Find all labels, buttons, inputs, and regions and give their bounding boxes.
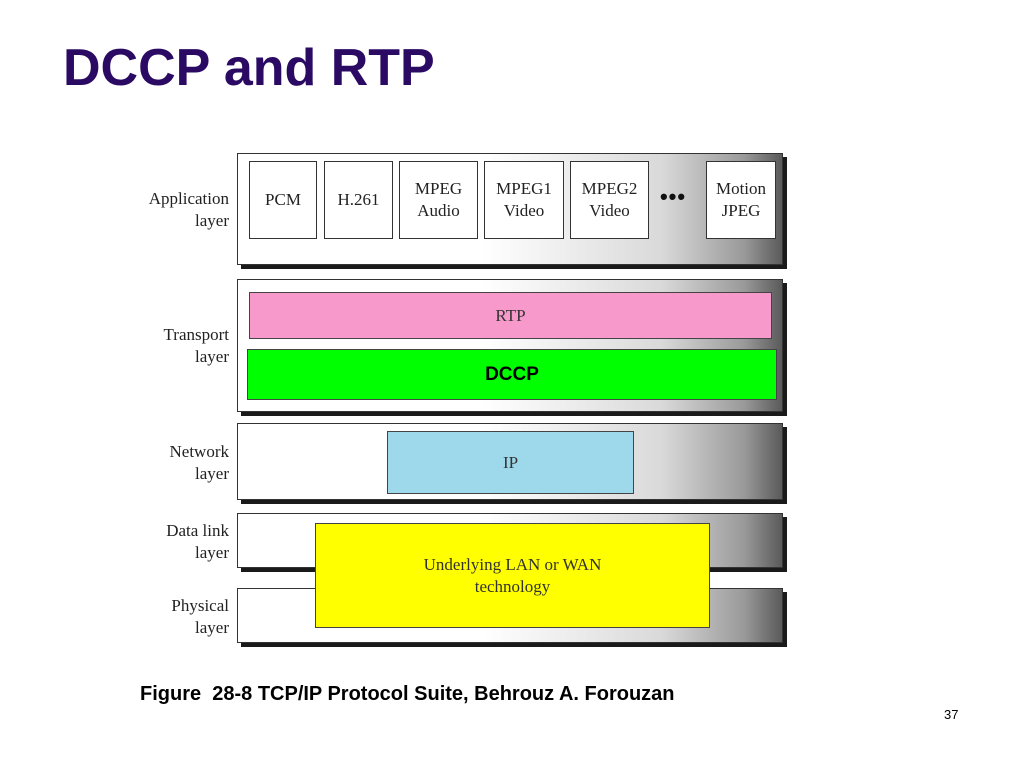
- app-protocol-pcm: PCM: [249, 161, 317, 239]
- app-protocol-h261: H.261: [324, 161, 393, 239]
- dccp-box: DCCP: [247, 349, 777, 400]
- page-number: 37: [944, 707, 959, 722]
- layer-label-transport: Transport layer: [163, 325, 230, 366]
- layer-label-data-link: Data link layer: [166, 521, 229, 562]
- layer-label-application: Application layer: [148, 189, 229, 230]
- layer-label-network: Network layer: [169, 442, 229, 483]
- app-protocol-mpeg1-video: MPEG1 Video: [484, 161, 564, 239]
- rtp-box: RTP: [249, 292, 772, 339]
- more-protocols-ellipsis: •••: [659, 184, 687, 209]
- app-protocol-mpeg2-video: MPEG2 Video: [570, 161, 649, 239]
- ip-box: IP: [387, 431, 634, 494]
- slide-title: DCCP and RTP: [63, 39, 435, 97]
- figure-caption: Figure 28-8 TCP/IP Protocol Suite, Behro…: [140, 683, 675, 705]
- app-protocol-motion-jpeg: Motion JPEG: [706, 161, 776, 239]
- lan-wan-technology-box: Underlying LAN or WAN technology: [315, 523, 710, 628]
- layer-label-physical: Physical layer: [171, 596, 229, 637]
- app-protocol-mpeg-audio: MPEG Audio: [399, 161, 478, 239]
